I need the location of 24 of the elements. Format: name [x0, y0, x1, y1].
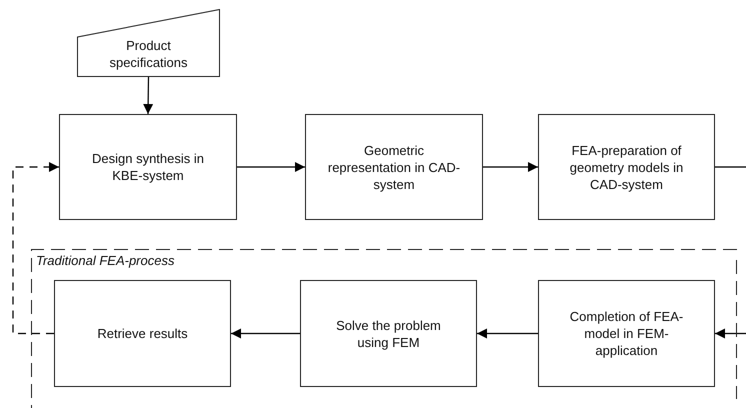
- box-label: Geometric representation in CAD-system: [326, 142, 462, 192]
- arrow: [715, 328, 746, 338]
- connector-line: [715, 166, 746, 168]
- process-box: [59, 114, 237, 220]
- arrow: [231, 328, 300, 338]
- group-title: Traditional FEA-process: [36, 252, 174, 269]
- box-label: Design synthesis in KBE-system: [91, 150, 205, 184]
- box-label: Solve the problem using FEM: [335, 316, 442, 350]
- process-box: [538, 280, 715, 387]
- manual-input-shape: [77, 9, 220, 77]
- box-label: Retrieve results: [96, 325, 189, 342]
- box-label: Product specifications: [108, 37, 189, 71]
- box-label: Completion of FEA-model in FEM-application: [568, 308, 684, 359]
- dashed-feedback-arrow: [12, 162, 59, 334]
- arrow: [483, 162, 538, 172]
- process-box: [538, 114, 715, 220]
- process-box: [305, 114, 483, 220]
- process-box: [300, 280, 477, 387]
- box-label: FEA-preparation of geometry models in CAD-system: [568, 142, 684, 192]
- arrow: [477, 328, 538, 338]
- arrow: [143, 77, 154, 114]
- process-box: [54, 280, 231, 387]
- arrow: [237, 162, 305, 172]
- process-group-frame: [31, 249, 737, 408]
